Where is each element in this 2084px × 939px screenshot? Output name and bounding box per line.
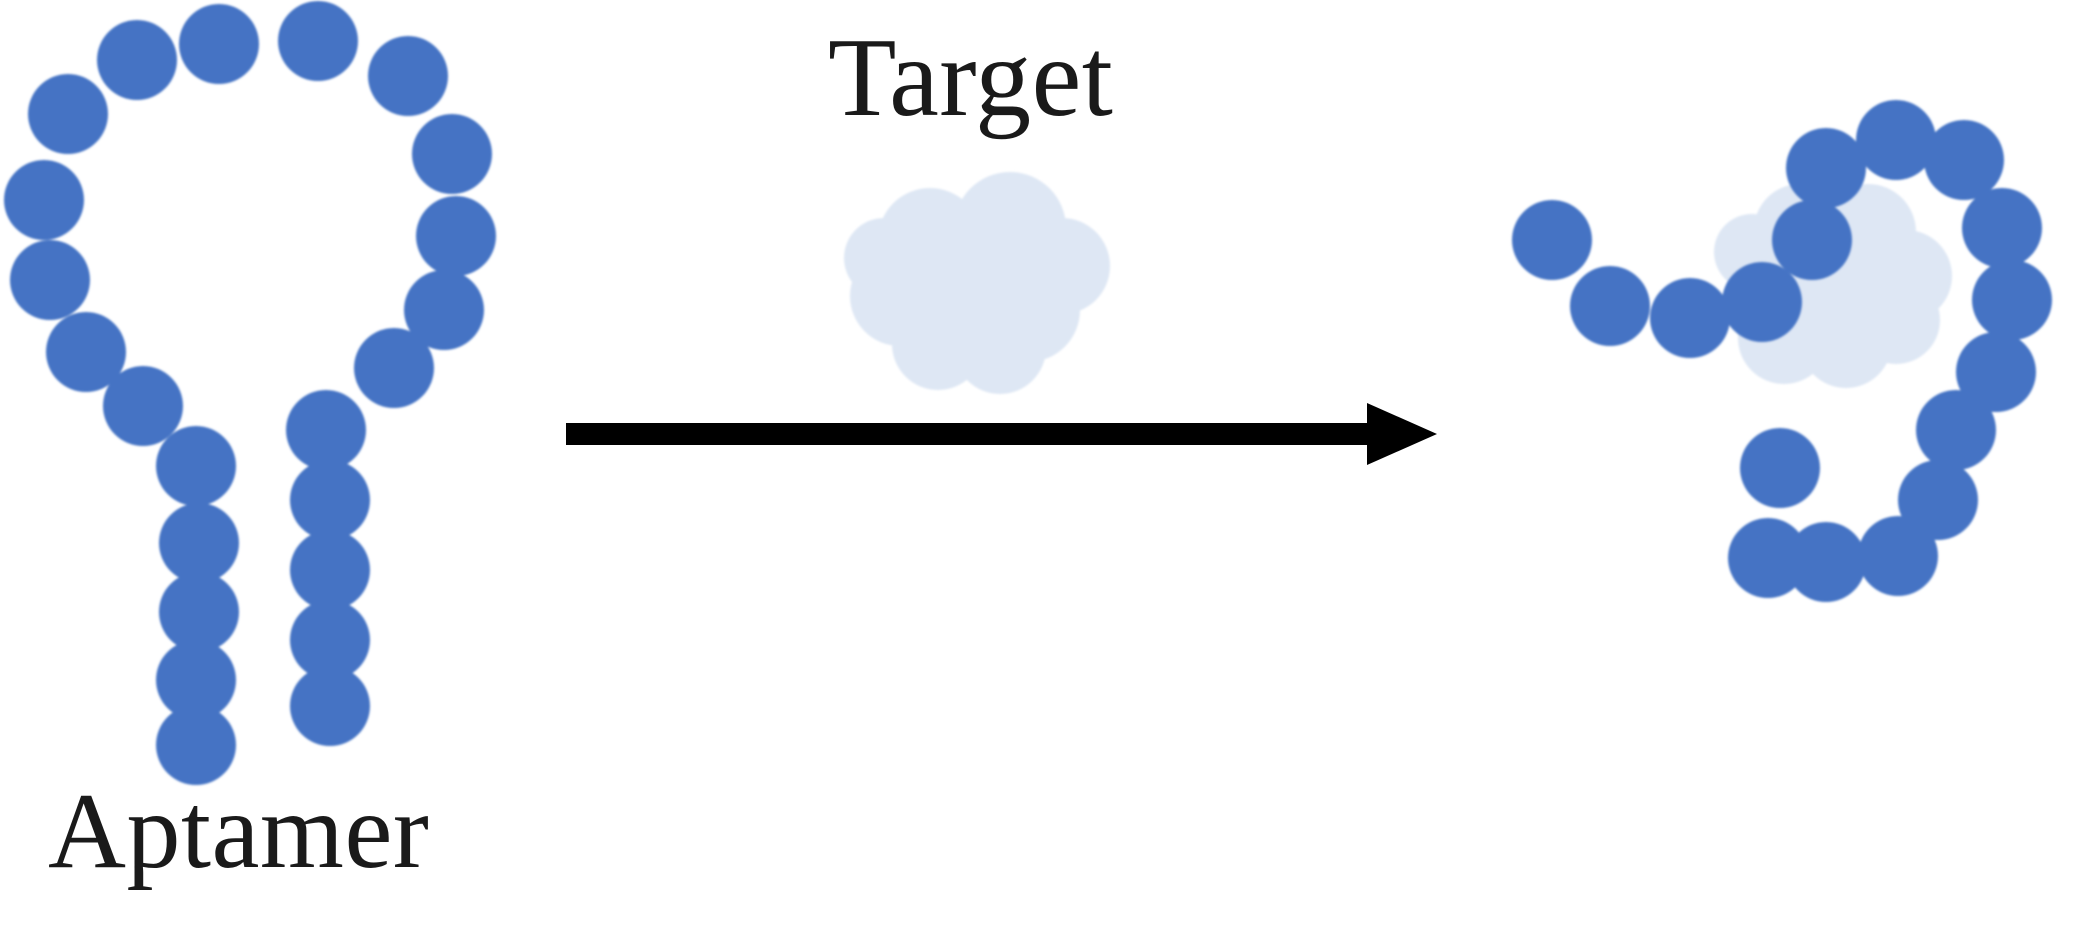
nucleotide-bead: [4, 160, 84, 240]
arrow-head: [1367, 403, 1437, 465]
nucleotide-bead: [1898, 460, 1978, 540]
nucleotide-bead: [46, 312, 126, 392]
nucleotide-bead: [1728, 518, 1808, 598]
nucleotide-bead: [290, 666, 370, 746]
bound-aptamer-structure: [1512, 100, 2052, 602]
nucleotide-bead: [416, 196, 496, 276]
nucleotide-bead: [1772, 200, 1852, 280]
nucleotide-bead: [1972, 260, 2052, 340]
nucleotide-bead: [1856, 100, 1936, 180]
nucleotide-bead: [278, 1, 358, 81]
nucleotide-bead: [1740, 428, 1820, 508]
nucleotide-bead: [156, 426, 236, 506]
nucleotide-bead: [368, 36, 448, 116]
nucleotide-bead: [1722, 262, 1802, 342]
nucleotide-bead: [1858, 516, 1938, 596]
nucleotide-bead: [179, 4, 259, 84]
nucleotide-bead: [159, 503, 239, 583]
free-aptamer-structure: [4, 1, 496, 785]
aptamer-label: Aptamer: [48, 772, 430, 891]
nucleotide-bead: [159, 572, 239, 652]
nucleotide-bead: [103, 366, 183, 446]
nucleotide-bead: [412, 114, 492, 194]
nucleotide-bead: [1956, 332, 2036, 412]
reaction-arrow: [566, 403, 1437, 465]
nucleotide-bead: [1650, 278, 1730, 358]
nucleotide-bead: [290, 600, 370, 680]
nucleotide-bead: [1786, 128, 1866, 208]
nucleotide-bead: [1786, 522, 1866, 602]
nucleotide-bead: [10, 240, 90, 320]
nucleotide-bead: [286, 390, 366, 470]
nucleotide-bead: [97, 20, 177, 100]
target-label: Target: [828, 16, 1114, 140]
nucleotide-bead: [404, 270, 484, 350]
target-blob: [844, 218, 924, 298]
arrow-shaft: [566, 423, 1367, 445]
nucleotide-bead: [290, 530, 370, 610]
bound-target-blob: [1800, 296, 1892, 388]
nucleotide-bead: [156, 705, 236, 785]
nucleotide-bead: [1570, 266, 1650, 346]
nucleotide-bead: [1512, 200, 1592, 280]
target-blob: [954, 302, 1046, 394]
nucleotide-bead: [28, 74, 108, 154]
nucleotide-bead: [1916, 390, 1996, 470]
nucleotide-bead: [1962, 188, 2042, 268]
nucleotide-bead: [1924, 120, 2004, 200]
nucleotide-bead: [290, 460, 370, 540]
nucleotide-bead: [156, 640, 236, 720]
nucleotide-bead: [354, 328, 434, 408]
free-target-molecule: [844, 172, 1110, 394]
